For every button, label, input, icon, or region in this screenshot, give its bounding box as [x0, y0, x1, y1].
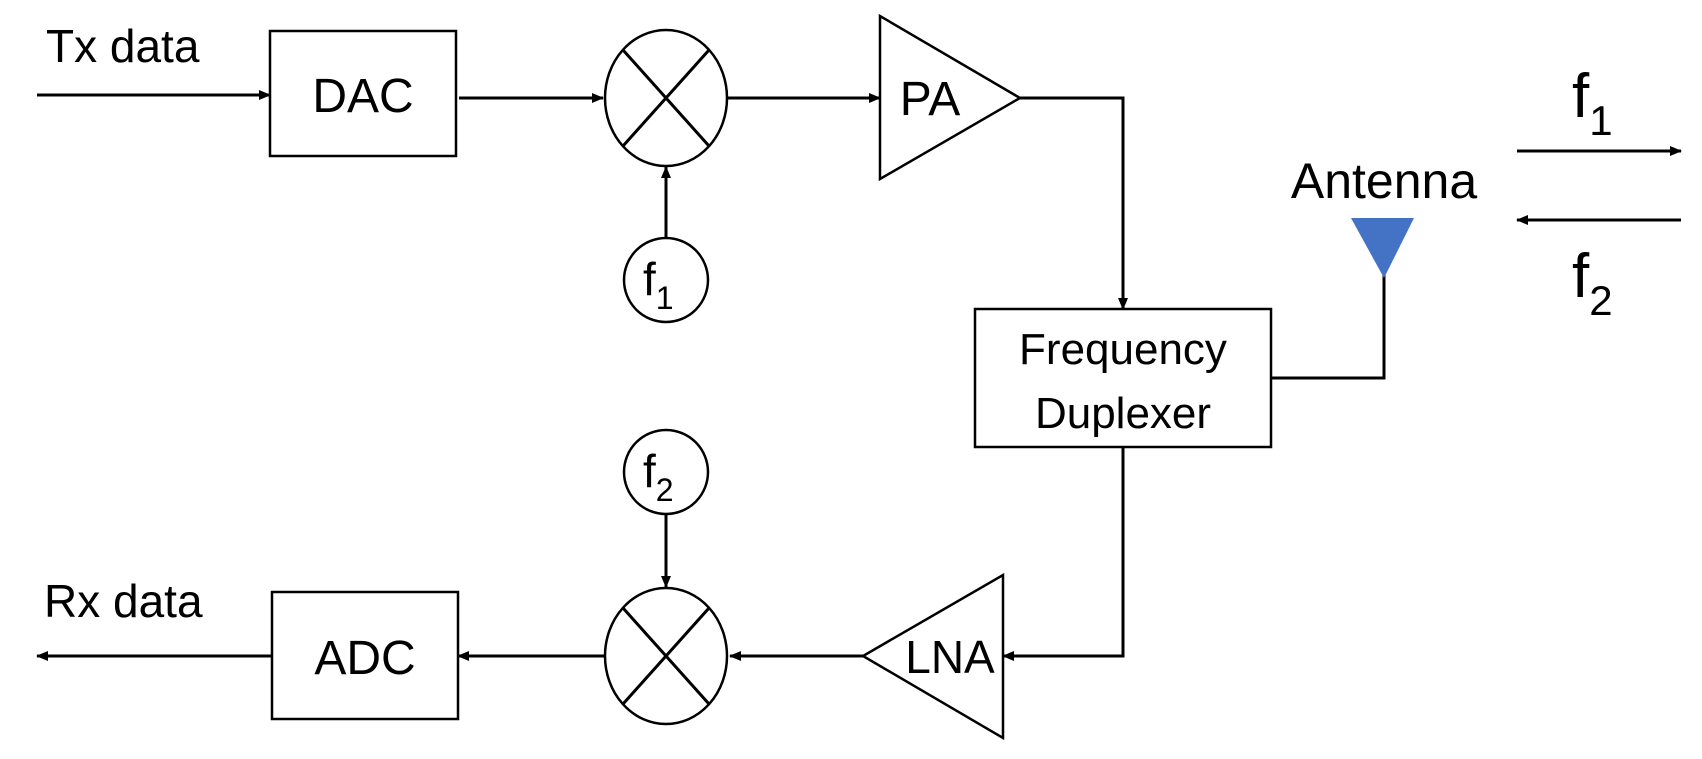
tx-mixer — [603, 28, 729, 168]
dac-label: DAC — [312, 70, 413, 123]
lo-f2-source: f2 — [622, 428, 710, 516]
duplexer-label-line2: Duplexer — [1035, 389, 1211, 438]
duplexer-to-lna-arrow — [1002, 447, 1125, 661]
tx-frequency-label: f1 — [1572, 62, 1613, 144]
duplexer-label-line1: Frequency — [1019, 325, 1227, 374]
adc-block — [270, 590, 460, 721]
lna-amplifier — [860, 572, 1005, 741]
dac-block — [268, 29, 458, 158]
antenna-icon — [1351, 218, 1414, 278]
pa-label: PA — [900, 73, 960, 126]
antenna-label: Antenna — [1291, 153, 1477, 209]
lo-f1-label: f1 — [643, 253, 674, 316]
rx-mixer — [603, 586, 729, 726]
rx-frequency-label: f2 — [1572, 242, 1613, 324]
lo-f1-source: f1 — [622, 236, 710, 324]
lna-label: LNA — [905, 631, 995, 683]
pa-amplifier — [878, 13, 1023, 182]
lo-f2-label: f2 — [643, 445, 674, 508]
adc-label: ADC — [314, 632, 415, 685]
tx-data-label: Tx data — [46, 20, 200, 72]
duplexer-to-antenna-line — [1271, 275, 1386, 380]
frequency-duplexer-block — [973, 307, 1273, 449]
rx-data-label: Rx data — [44, 575, 203, 627]
pa-to-duplexer-arrow — [1020, 96, 1128, 310]
